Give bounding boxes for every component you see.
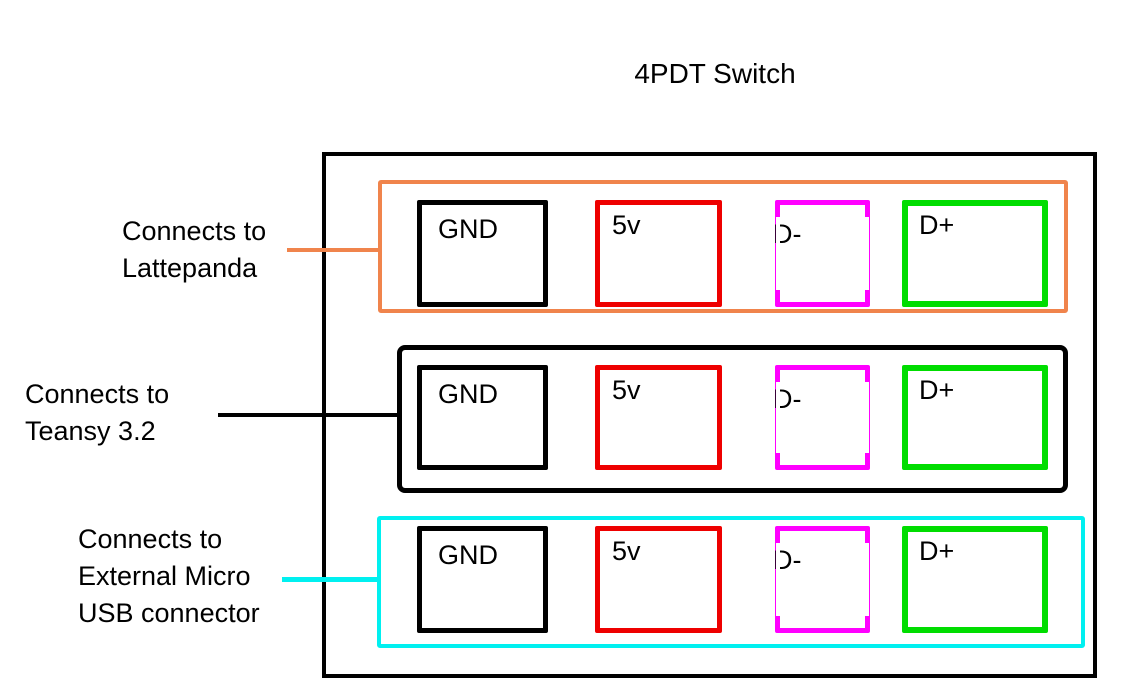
pin-5v-teansy: 5v [595,365,722,470]
pin-label: D- [773,545,802,575]
pin-label: 5v [612,375,641,405]
pin-label: 5v [612,536,641,566]
row-label-line: USB connector [78,598,260,628]
pin-label: D+ [919,210,955,240]
row-label-line: Teansy 3.2 [25,416,156,446]
pin-dplus-teansy: D+ [902,365,1048,470]
pin-label: D- [773,219,802,249]
pin-gnd-teansy: GND [417,365,548,470]
row-label-line: Connects to [78,524,223,554]
leader-line-external-usb [282,577,381,582]
row-box-lattepanda [378,180,1068,313]
pin-dplus-lattepanda: D+ [902,200,1048,307]
pin-gnd-external-usb: GND [417,526,548,633]
row-label-teansy: Connects to Teansy 3.2 [25,376,169,450]
pin-5v-external-usb: 5v [595,526,722,633]
pin-label: GND [438,214,498,244]
row-label-line: Connects to [25,379,170,409]
pin-dminus-teansy: D- [773,365,870,470]
pin-dminus-lattepanda: D- [773,200,870,307]
pin-dplus-external-usb: D+ [902,526,1048,633]
row-label-line: Connects to [122,216,267,246]
row-label-line: External Micro [78,561,251,591]
pin-label: D+ [919,536,955,566]
row-label-lattepanda: Connects to Lattepanda [122,213,266,287]
row-label-line: Lattepanda [122,253,258,283]
row-box-external-usb [377,516,1085,648]
pin-label: GND [438,379,498,409]
pin-label: D+ [919,375,955,405]
diagram-title: 4PDT Switch [634,58,796,89]
leader-line-lattepanda [287,248,382,252]
pin-gnd-lattepanda: GND [417,200,548,307]
pin-label: GND [438,540,498,570]
pin-label: 5v [612,210,641,240]
pin-dminus-external-usb: D- [773,526,870,633]
row-label-external-usb: Connects to External Micro USB connector [78,521,260,632]
pin-label: D- [773,384,802,414]
pin-5v-lattepanda: 5v [595,200,722,307]
leader-line-teansy [218,413,401,417]
row-box-teansy [397,345,1068,493]
